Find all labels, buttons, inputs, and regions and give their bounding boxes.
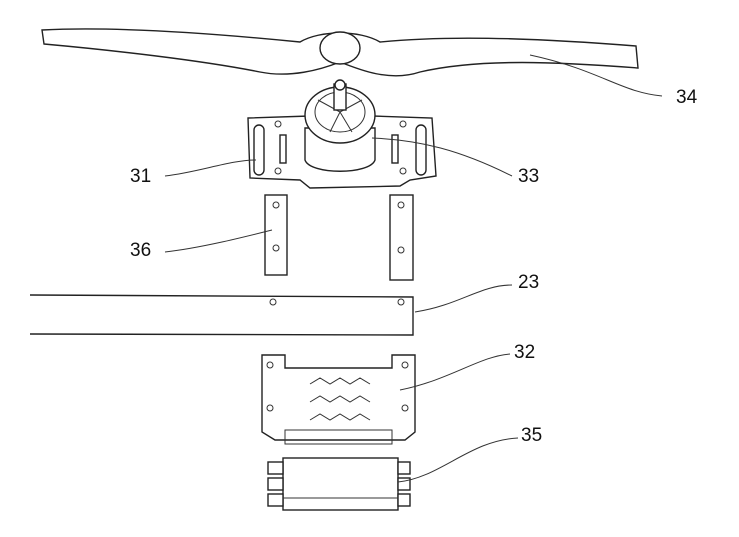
- label-spacers: 36: [130, 240, 152, 261]
- label-mount-plate: 31: [130, 166, 152, 187]
- motor: [304, 79, 376, 172]
- label-esc: 35: [521, 425, 543, 446]
- label-propeller: 34: [676, 87, 698, 108]
- label-clamp: 32: [514, 342, 536, 363]
- propeller: [41, 28, 639, 77]
- leader-lines: [164, 54, 663, 483]
- label-arm: 23: [518, 272, 540, 293]
- label-motor: 33: [518, 166, 540, 187]
- esc-module: [267, 457, 411, 511]
- clamp-bracket: [261, 354, 416, 445]
- arm-bar: [29, 294, 414, 336]
- spacer-strips: [264, 194, 414, 281]
